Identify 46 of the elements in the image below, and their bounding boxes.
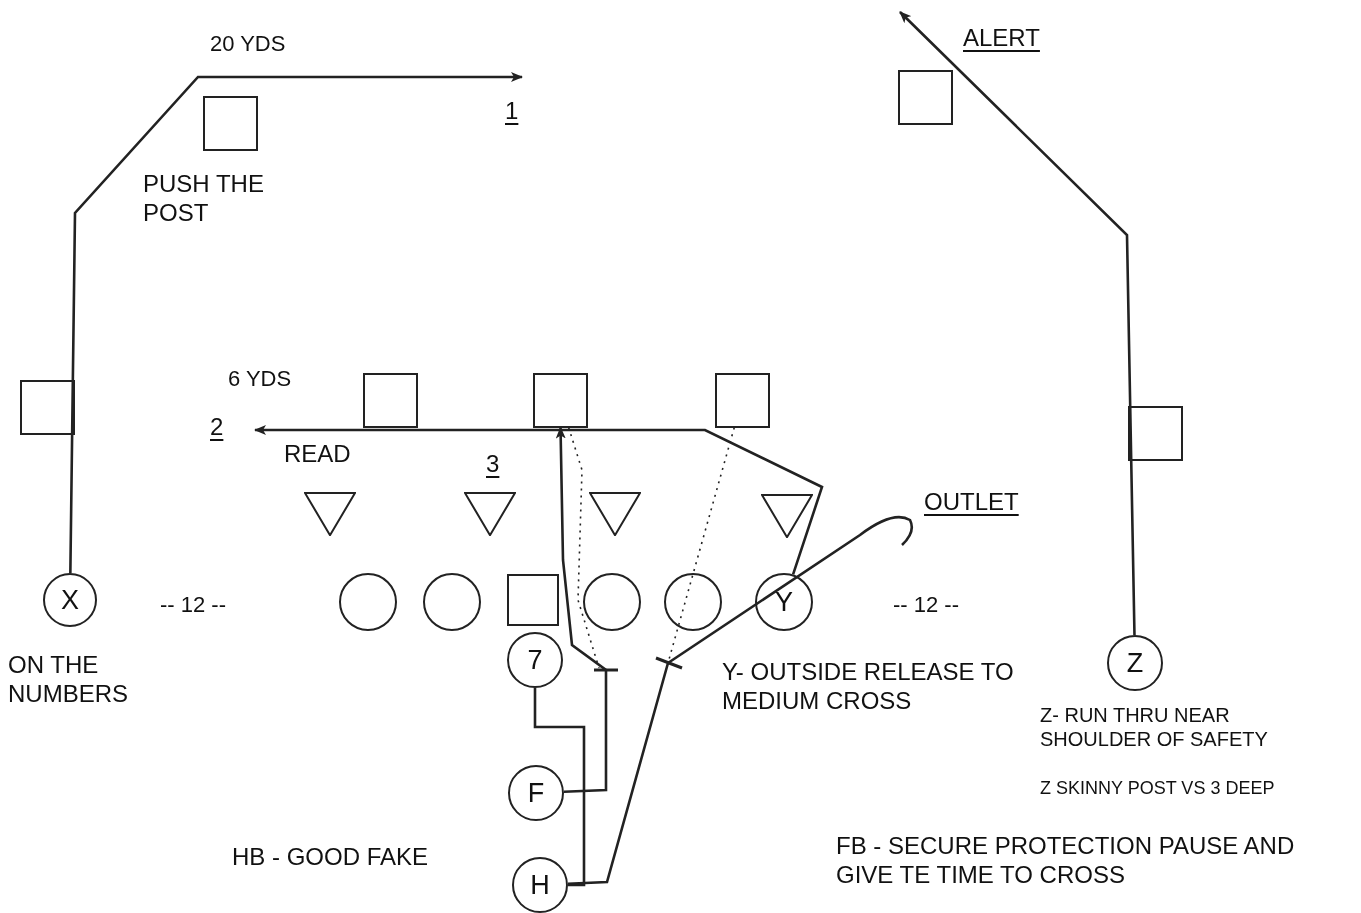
defender-square <box>19 379 75 435</box>
player-circle: F <box>508 765 564 821</box>
defender-triangle <box>304 492 356 537</box>
defender-triangle <box>589 492 641 537</box>
defender-square <box>202 95 258 151</box>
center-square <box>507 574 559 626</box>
route-tag: OUTLET <box>924 488 1019 517</box>
coaching-note: PUSH THE POST <box>143 170 265 228</box>
route-line <box>567 516 913 886</box>
lineman-circle <box>423 573 481 631</box>
coaching-note: Y- OUTSIDE RELEASE TO MEDIUM CROSS <box>722 658 1015 716</box>
read-line <box>567 426 600 669</box>
route-number: 1 <box>505 97 519 126</box>
defender-square <box>714 372 770 428</box>
player-circle: X <box>43 573 97 627</box>
lineman-circle <box>664 573 722 631</box>
route-tag: ALERT <box>963 24 1040 53</box>
route-number: 3 <box>486 450 500 479</box>
defender-square <box>1127 405 1183 461</box>
coaching-note: Z- RUN THRU NEAR SHOULDER OF SAFETY <box>1040 703 1269 751</box>
route-tag: READ <box>284 440 351 469</box>
route-number: 2 <box>210 413 224 442</box>
spacing-label: -- 12 -- <box>160 592 226 619</box>
route-line <box>533 688 586 887</box>
lineman-circle <box>339 573 397 631</box>
player-circle: 7 <box>507 632 563 688</box>
route-arrow <box>899 11 1136 636</box>
coaching-note: FB - SECURE PROTECTION PAUSE AND GIVE TE TIME TO CROSS <box>836 832 1296 890</box>
defender-square <box>897 69 953 125</box>
coaching-note: Z SKINNY POST VS 3 DEEP <box>1040 778 1275 800</box>
player-circle: H <box>512 857 568 913</box>
distance-label: 6 YDS <box>228 366 292 393</box>
defender-square <box>362 372 418 428</box>
route-arrow <box>69 72 523 573</box>
player-circle: Z <box>1107 635 1163 691</box>
distance-label: 20 YDS <box>210 31 286 58</box>
defender-triangle <box>761 494 813 539</box>
player-circle: Y <box>755 573 813 631</box>
route-arrow <box>254 425 824 575</box>
coaching-note: ON THE NUMBERS <box>8 651 129 709</box>
defender-square <box>532 372 588 428</box>
spacing-label: -- 12 -- <box>893 592 959 619</box>
defender-triangle <box>464 492 516 537</box>
lineman-circle <box>583 573 641 631</box>
coaching-note: HB - GOOD FAKE <box>232 843 429 872</box>
route-arrow <box>555 426 608 794</box>
